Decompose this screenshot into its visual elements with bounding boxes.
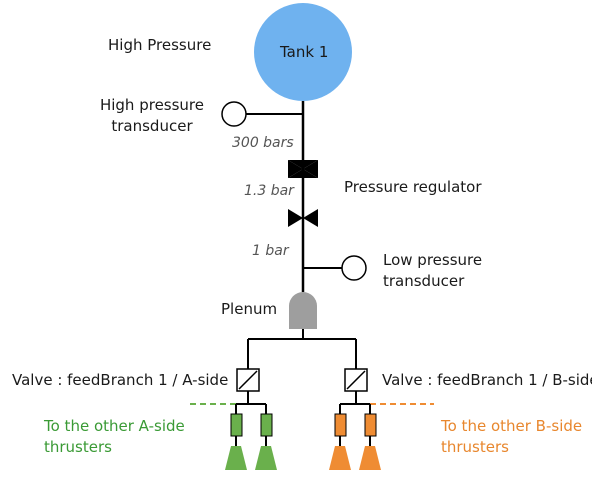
- valve-b-label: Valve : feedBranch 1 / B-side: [382, 371, 592, 389]
- tank-1: [254, 3, 352, 101]
- b-thruster-nozzle-2: [359, 446, 381, 470]
- b-thruster-valve-2: [364, 413, 377, 437]
- high-transducer-label-2: transducer: [111, 117, 193, 135]
- regulator-label: Pressure regulator: [344, 178, 482, 196]
- low-transducer-label-1: Low pressure: [383, 251, 483, 269]
- valve-a-label: Valve : feedBranch 1 / A-side: [12, 371, 229, 389]
- tank-label: Tank 1: [280, 43, 329, 61]
- b-thruster-nozzle-1: [329, 446, 351, 470]
- low-transducer-label-2: transducer: [383, 272, 465, 290]
- regulator-valve-2-icon: [288, 209, 303, 227]
- high-pressure-transducer-icon: [221, 101, 247, 127]
- plenum-icon: [289, 292, 317, 329]
- b-thruster-valve-1: [334, 413, 347, 437]
- high-transducer-label-1: High pressure: [99, 96, 205, 114]
- pressure-1-label: 1 bar: [252, 243, 289, 259]
- other-a-label-2: thrusters: [44, 438, 112, 456]
- pressure-300-label: 300 bars: [232, 135, 294, 151]
- pressure-13-label: 1.3 bar: [244, 183, 294, 199]
- a-thruster-nozzle-2: [255, 446, 277, 470]
- high-pressure-label: High Pressure: [108, 36, 212, 54]
- other-b-label-2: thrusters: [441, 438, 509, 456]
- a-thruster-valve-2: [260, 413, 273, 437]
- plenum-label: Plenum: [221, 300, 278, 318]
- low-pressure-transducer-icon: [341, 255, 367, 281]
- a-thruster-nozzle-1: [225, 446, 247, 470]
- other-a-label-1: To the other A-side: [44, 417, 185, 435]
- a-thruster-valve-1: [230, 413, 243, 437]
- other-b-label-1: To the other B-side: [441, 417, 583, 435]
